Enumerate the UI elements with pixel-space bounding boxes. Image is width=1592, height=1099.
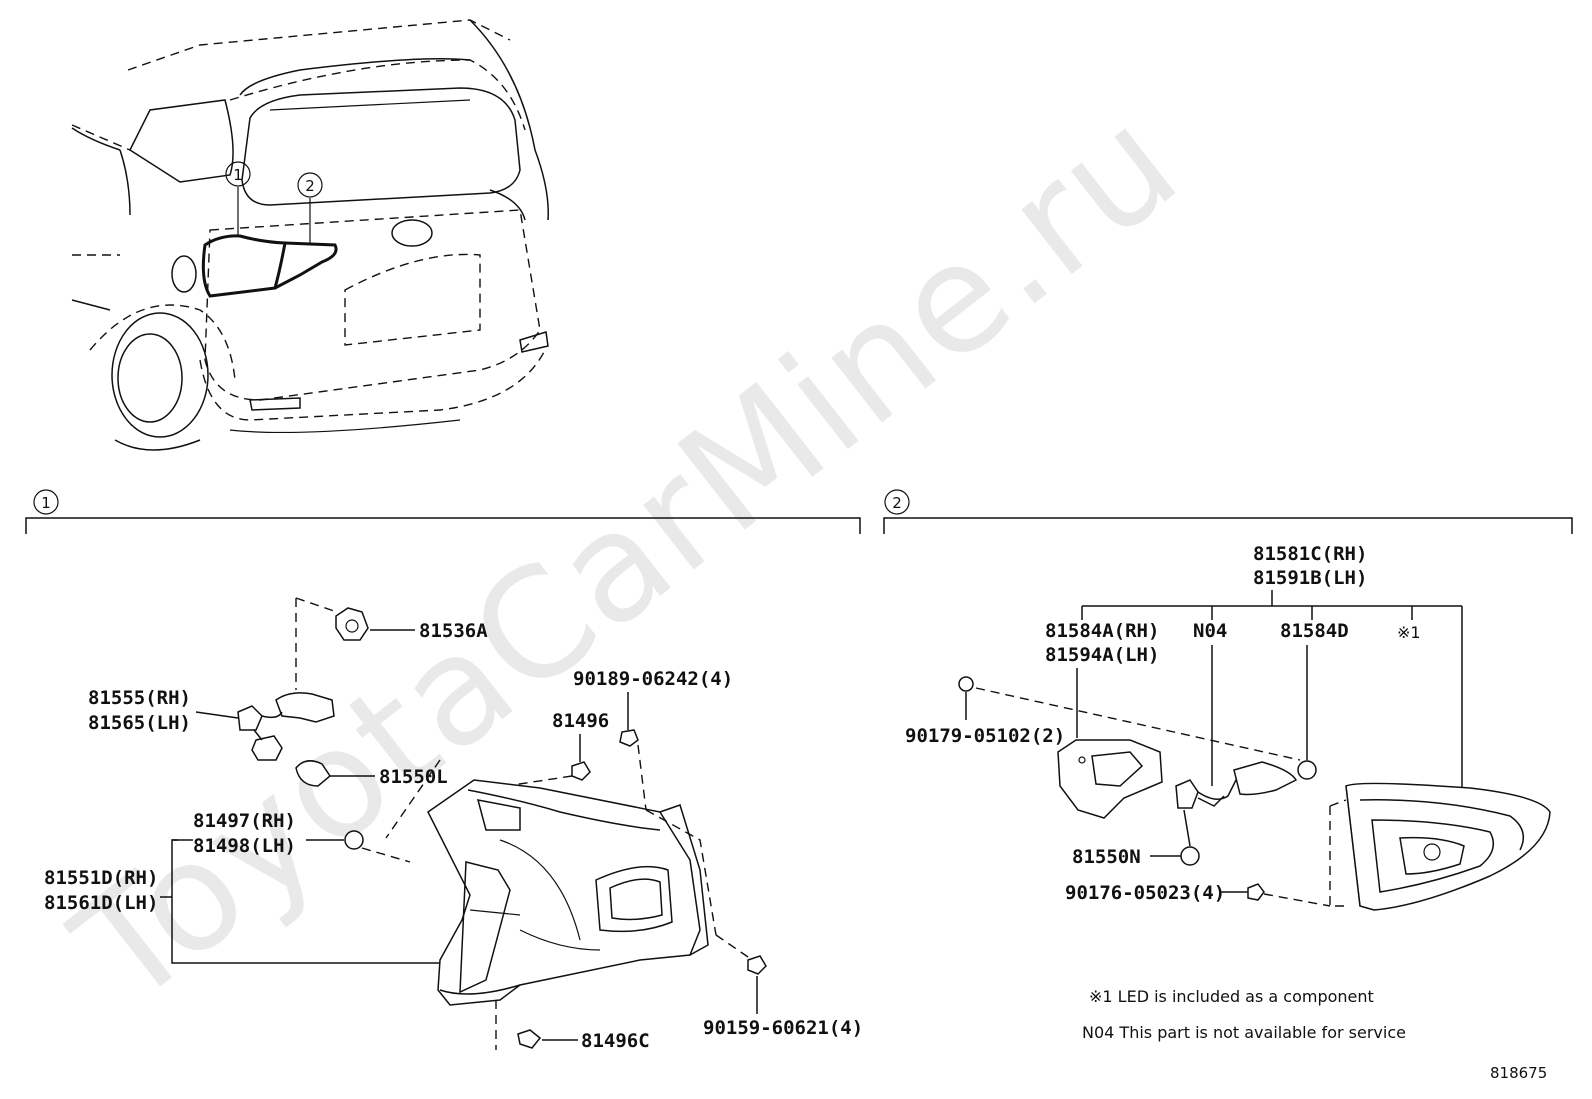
screw-90179 (958, 676, 974, 692)
packing-81584D (1297, 760, 1317, 780)
label-81591B: 81591B(LH) (1253, 567, 1367, 589)
outer-lamp-highlight (201, 234, 287, 298)
label-81581C: 81581C(RH) (1253, 543, 1367, 565)
note-n04: N04 This part is not available for servi… (1082, 1023, 1406, 1042)
label-90159: 90159-60621(4) (703, 1017, 863, 1039)
callout-2: 2 (305, 177, 315, 195)
label-81555: 81555(RH) (88, 687, 191, 709)
label-81497: 81497(RH) (193, 810, 296, 832)
section-2-parts: 81581C(RH) 81591B(LH) 81584A(RH) 81594A(… (905, 543, 1551, 1042)
clip-81496C (517, 1029, 542, 1049)
clip-81496 (571, 761, 591, 781)
vehicle-overview: 1 2 (71, 19, 549, 451)
bracket-81584A (1057, 739, 1163, 819)
label-90176: 90176-05023(4) (1065, 882, 1225, 904)
label-81584A: 81584A(RH) (1045, 620, 1159, 642)
section-1-header: 1 (25, 489, 861, 534)
label-81536A: 81536A (419, 620, 488, 642)
socket-81555 (275, 692, 335, 723)
note-led: ※1 LED is included as a component (1089, 987, 1374, 1006)
section-1-marker: 1 (41, 494, 51, 512)
label-81565: 81565(LH) (88, 712, 191, 734)
section-1-parts: 81536A 81555(RH) 81565(LH) 81550L 90189-… (44, 597, 863, 1052)
label-81498: 81498(LH) (193, 835, 296, 857)
label-led-mark: ※1 (1397, 623, 1421, 642)
section-2-marker: 2 (892, 494, 902, 512)
callout-1: 1 (233, 166, 243, 184)
gasket-81497 (344, 830, 364, 850)
label-81496C: 81496C (581, 1030, 650, 1052)
inner-lamp-highlight (274, 241, 338, 290)
harness-connector (1233, 761, 1298, 796)
label-81551D: 81551D(RH) (44, 867, 158, 889)
rear-combination-lamp-inner (1345, 782, 1551, 911)
socket-cap-81536A (335, 607, 369, 641)
label-90189: 90189-06242(4) (573, 668, 733, 690)
label-81594A: 81594A(LH) (1045, 644, 1159, 666)
label-90179: 90179-05102(2) (905, 725, 1065, 747)
socket-81550N-holder (1175, 779, 1199, 809)
section-2-header: 2 (883, 489, 1573, 534)
screw-90159 (747, 955, 767, 975)
label-N04: N04 (1193, 620, 1227, 642)
label-81550N: 81550N (1072, 846, 1141, 868)
label-81496: 81496 (552, 710, 609, 732)
figure-id: 818675 (1490, 1064, 1547, 1082)
bulb-81550N (1180, 846, 1200, 866)
rear-combination-lamp-outer (427, 779, 709, 1006)
label-81584D: 81584D (1280, 620, 1349, 642)
screw-90176 (1247, 883, 1265, 901)
label-81550L: 81550L (379, 766, 448, 788)
screw-90189 (619, 729, 639, 747)
label-81561D: 81561D(LH) (44, 892, 158, 914)
